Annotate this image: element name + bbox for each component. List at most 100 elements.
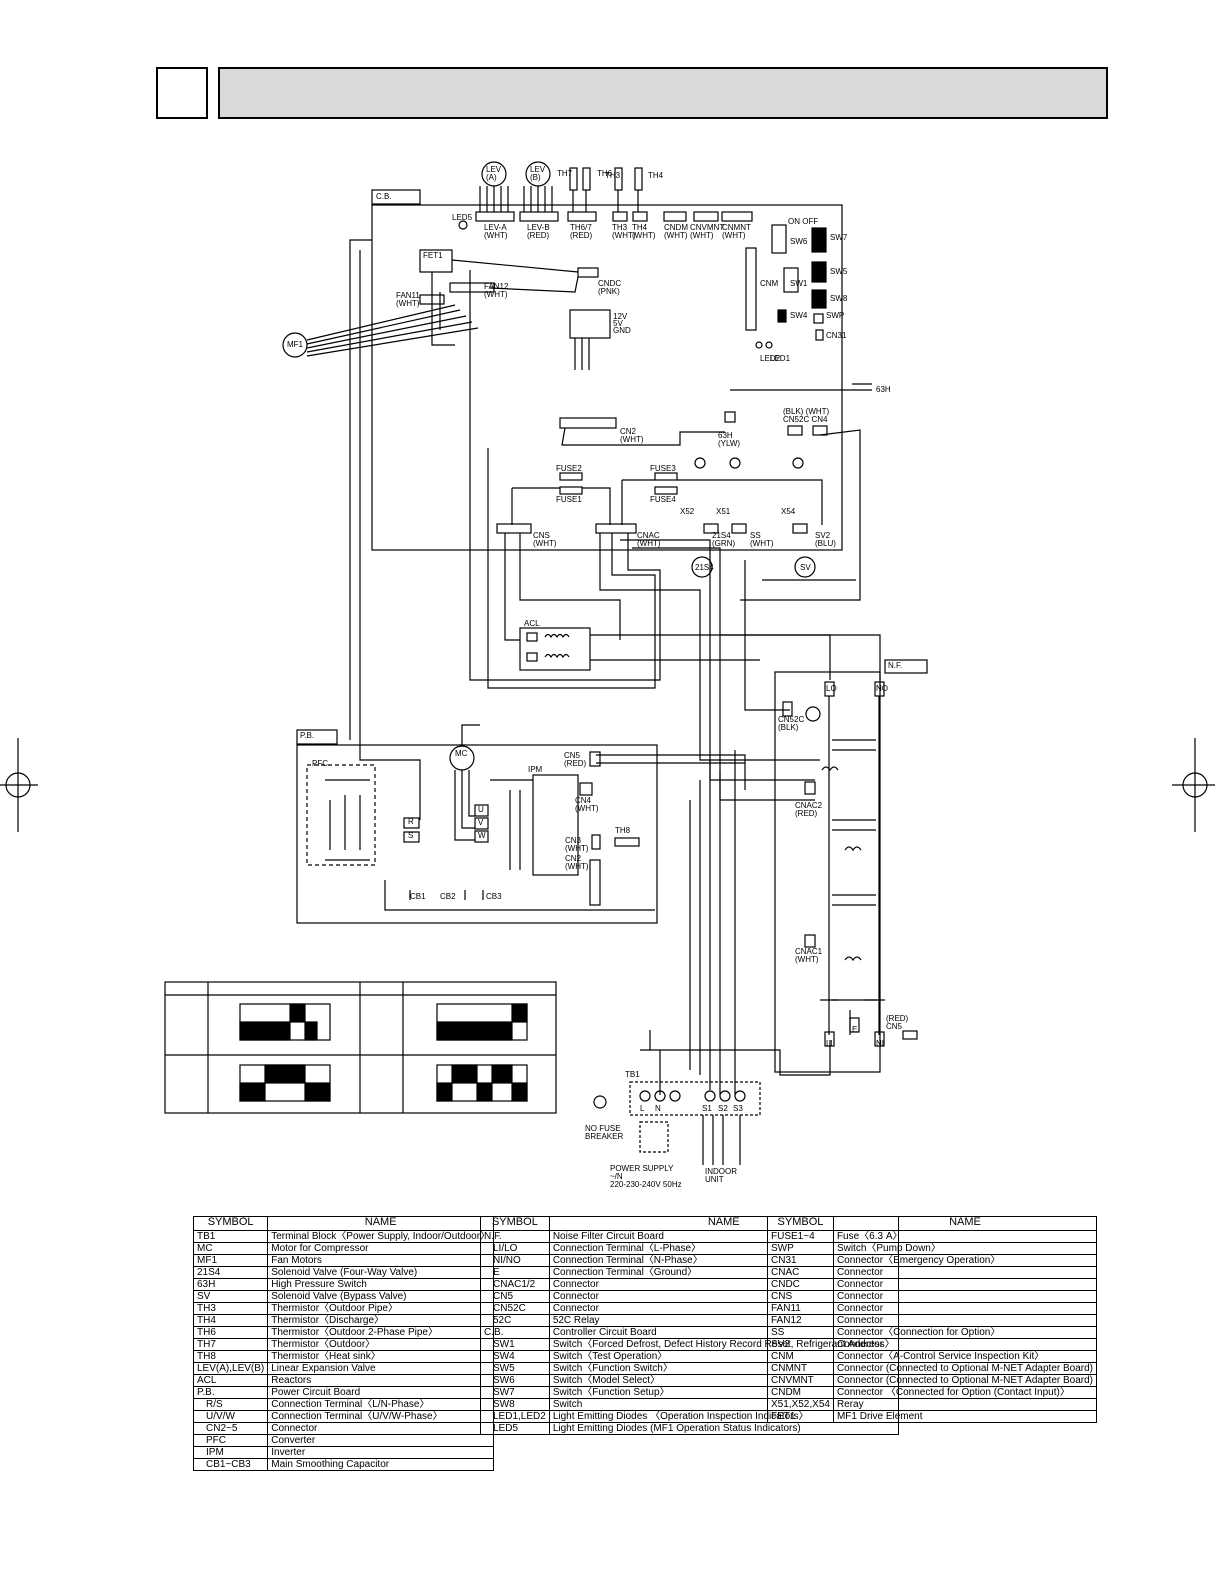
name-cell: MF1 Drive Element (832, 1410, 1098, 1423)
symbol-cell: SV (192, 1290, 269, 1303)
symbol-cell: LEV(A),LEV(B) (192, 1362, 269, 1375)
label-e: E (852, 1025, 858, 1034)
name-cell: Thermistor〈Discharge〉 (267, 1314, 495, 1327)
label-s: S (408, 831, 414, 840)
power-circuit-board (296, 724, 658, 924)
symbol-cell: CN52C (480, 1302, 550, 1315)
label-lev-a-conn: LEV-A (WHT) (484, 223, 508, 240)
symbol-cell: SV2 (767, 1338, 834, 1351)
symbol-cell: TH7 (192, 1338, 269, 1351)
name-cell: Thermistor〈Heat sink〉 (267, 1350, 495, 1363)
wiring-harness (349, 239, 881, 1095)
thermistors (567, 167, 648, 222)
label-w: W (478, 831, 486, 840)
symbol-cell: P.B. (192, 1386, 269, 1399)
label-tb-s3: S3 (733, 1104, 743, 1113)
name-cell: Fan Motors (267, 1254, 495, 1267)
high-pressure-switch (724, 383, 872, 423)
label-fet1: FET1 (423, 251, 443, 260)
label-m21s4: 21S4 (695, 563, 714, 572)
symbol-cell: X51,X52,X54 (767, 1398, 834, 1411)
symbol-cell: FAN11 (767, 1302, 834, 1315)
label-cn4-pb: CN4 (WHT) (575, 796, 599, 813)
label-fan12: FAN12 (WHT) (484, 282, 509, 299)
label-h63: 63H (876, 385, 891, 394)
name-header: NAME (267, 1216, 495, 1231)
symbol-cell: IPM (192, 1446, 269, 1459)
name-cell: Connector (267, 1422, 495, 1435)
symbol-cell: LED5 (480, 1422, 550, 1435)
label-cnac1: CNAC1 (WHT) (795, 947, 823, 964)
label-fuse1: FUSE1 (556, 495, 582, 504)
label-cb1: CB1 (410, 892, 426, 901)
label-x54: X54 (781, 507, 796, 516)
symbol-cell: TH3 (192, 1302, 269, 1315)
label-cn52c-cn4: (BLK) (WHT) CN52C CN4 (783, 407, 830, 424)
label-ss: SS (WHT) (750, 531, 774, 548)
label-cn52c-nf: CN52C (BLK) (778, 715, 805, 732)
name-cell: Solenoid Valve (Four-Way Valve) (267, 1266, 495, 1279)
label-x51: X51 (716, 507, 731, 516)
label-msv: SV (800, 563, 811, 572)
name-cell: Thermistor〈Outdoor Pipe〉 (267, 1302, 495, 1315)
name-cell: Linear Expansion Valve (267, 1362, 495, 1375)
symbol-cell: FUSE1~4 (767, 1230, 834, 1243)
label-lev-a: LEV (A) (486, 165, 502, 182)
name-cell: Fuse〈6.3 A〉 (832, 1230, 1098, 1243)
noise-filter-board (774, 659, 928, 1073)
name-cell: Terminal Block〈Power Supply, Indoor/Outd… (267, 1230, 495, 1243)
symbol-cell: SW5 (480, 1362, 550, 1375)
label-cnvmnt: CNVMNT (WHT) (690, 223, 725, 240)
label-nfb: NO FUSE BREAKER (585, 1124, 624, 1141)
lev-b-coil (519, 161, 559, 222)
label-nf-label: N.F. (888, 661, 903, 670)
label-mc: MC (455, 749, 468, 758)
symbol-cell: N.F. (480, 1230, 550, 1243)
label-cnmnt: CNMNT (WHT) (722, 223, 751, 240)
label-th67-conn: TH6/7 (RED) (570, 223, 593, 240)
label-cns: CNS (WHT) (533, 531, 557, 548)
symbol-cell: CN2~5 (192, 1422, 269, 1435)
label-u: U (478, 805, 484, 814)
name-cell: Connector〈Emergency Operation〉 (832, 1254, 1098, 1267)
fan-drive (282, 249, 495, 358)
symbol-cell: TB1 (192, 1230, 269, 1243)
label-led1: LED1 (770, 354, 791, 363)
label-lo: LO (826, 684, 837, 693)
label-li: LI (826, 1039, 833, 1048)
name-cell: Connection Terminal〈U/V/W-Phase〉 (267, 1410, 495, 1423)
name-cell: Inverter (267, 1446, 495, 1459)
cb-cn52c-cn4 (787, 425, 828, 436)
label-th4-conn: TH4 (WHT) (632, 223, 656, 240)
symbol-cell: TH4 (192, 1314, 269, 1327)
symbol-header: SYMBOL (192, 1216, 269, 1231)
name-cell: Connector (832, 1302, 1098, 1315)
label-tb-l: L (640, 1104, 645, 1113)
label-cndm: CNDM (WHT) (664, 223, 688, 240)
name-cell: Connection Terminal〈L/N-Phase〉 (267, 1398, 495, 1411)
name-cell: Connector (832, 1338, 1098, 1351)
label-sw8: SW8 (830, 294, 848, 303)
label-cb-label: C.B. (376, 192, 392, 201)
label-led2: LED2 (760, 354, 781, 363)
label-sw4: SW4 (790, 311, 808, 320)
symbol-cell: TH6 (192, 1326, 269, 1339)
label-cnm: CNM (760, 279, 779, 288)
symbol-cell: PFC (192, 1434, 269, 1447)
label-pb-label: P.B. (300, 731, 315, 740)
name-cell: Solenoid Valve (Bypass Valve) (267, 1290, 495, 1303)
label-cn31: CN31 (826, 331, 847, 340)
label-cb2: CB2 (440, 892, 456, 901)
